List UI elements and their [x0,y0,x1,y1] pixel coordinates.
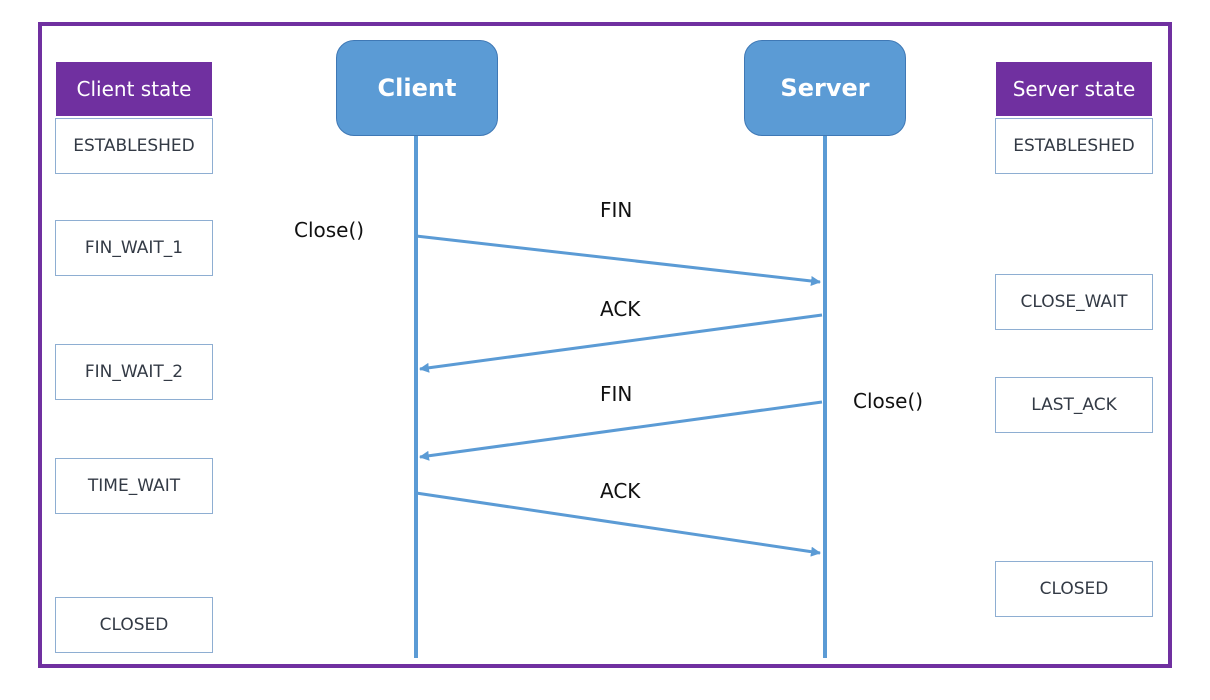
client-actor: Client [336,40,498,136]
server-state-last-ack: LAST_ACK [995,377,1153,433]
message-label-ack-2: ACK [600,479,641,503]
fin-arrow-1 [415,234,821,286]
client-state-fin-wait-2: FIN_WAIT_2 [55,344,213,400]
server-actor: Server [744,40,906,136]
ack-arrow-1 [419,313,823,373]
client-state-time-wait: TIME_WAIT [55,458,213,514]
diagram-frame [38,22,1172,668]
server-state-header: Server state [996,62,1152,116]
server-state-close-wait: CLOSE_WAIT [995,274,1153,330]
client-state-header: Client state [56,62,212,116]
server-state-closed: CLOSED [995,561,1153,617]
client-state-closed: CLOSED [55,597,213,653]
message-label-fin-1: FIN [600,198,633,222]
server-close-label: Close() [853,389,924,413]
message-label-ack-1: ACK [600,297,641,321]
client-state-fin-wait-1: FIN_WAIT_1 [55,220,213,276]
message-label-fin-2: FIN [600,382,633,406]
server-state-established: ESTABLESHED [995,118,1153,174]
client-state-established: ESTABLESHED [55,118,213,174]
client-close-label: Close() [294,218,365,242]
fin-arrow-2 [419,400,823,461]
ack-arrow-2 [415,491,821,557]
